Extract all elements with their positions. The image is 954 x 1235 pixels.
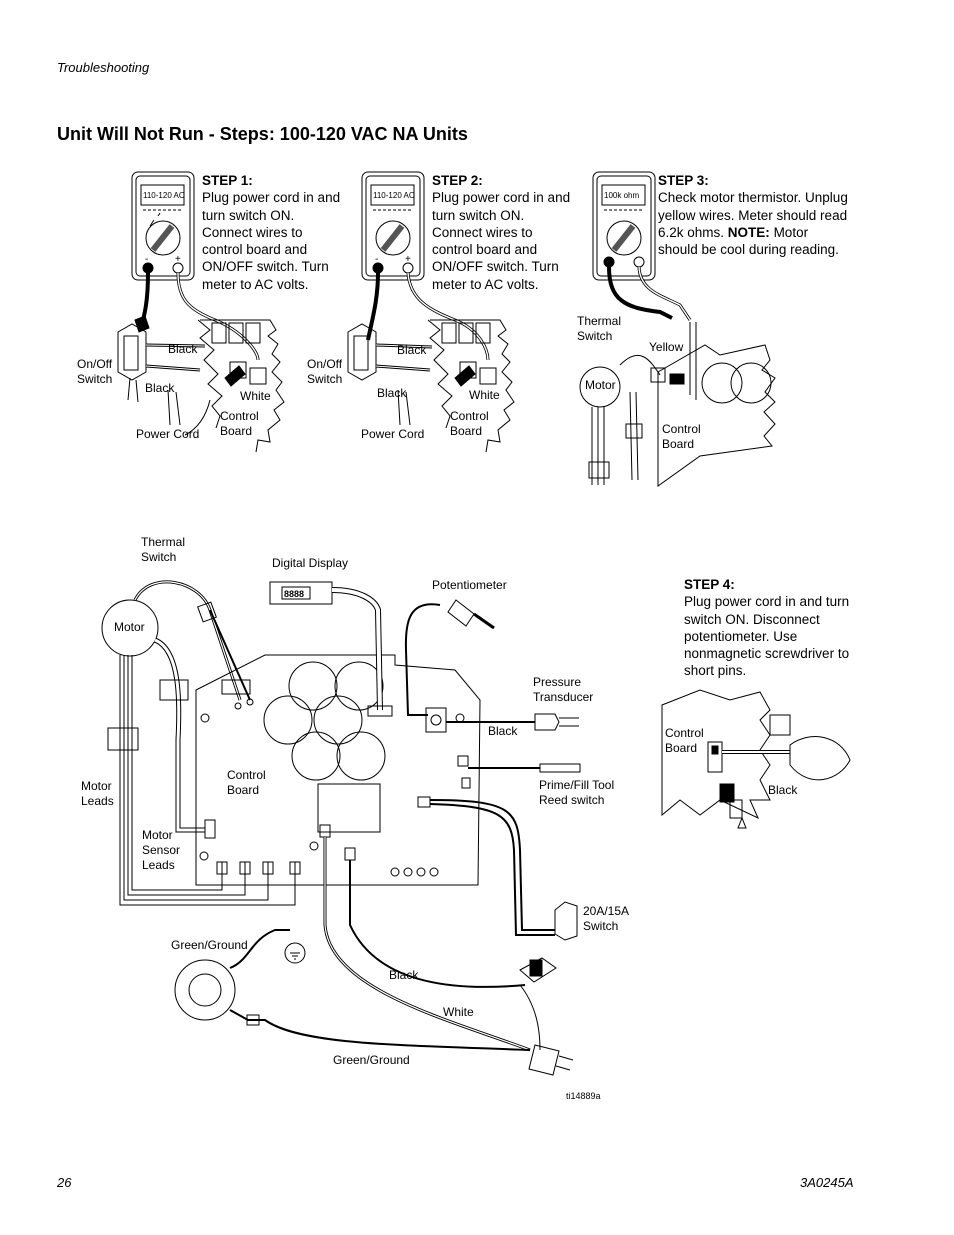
multimeter-2: 110-120 AC - + bbox=[361, 171, 425, 281]
main-potentiometer: Potentiometer bbox=[432, 578, 507, 592]
d2-white: White bbox=[469, 388, 500, 402]
main-motor: Motor bbox=[114, 620, 145, 634]
display-digits: 8888 bbox=[284, 589, 304, 599]
svg-text:-: - bbox=[375, 254, 378, 265]
svg-text:-: - bbox=[145, 254, 148, 265]
figure-id: ti14889a bbox=[566, 1091, 601, 1101]
d4-black: Black bbox=[768, 783, 798, 797]
main-diagram: 8888 bbox=[101, 580, 581, 1076]
svg-text:+: + bbox=[175, 254, 181, 265]
diagram-3 bbox=[579, 322, 776, 487]
main-black-cord: Black bbox=[389, 968, 419, 982]
main-digital-display: Digital Display bbox=[272, 556, 349, 570]
meter-1-display: 110-120 AC bbox=[143, 191, 185, 200]
step-3: STEP 3: Check motor thermistor. Unplug y… bbox=[658, 172, 848, 258]
meter-2-display: 110-120 AC bbox=[373, 191, 415, 200]
step-3-note: Motor should be cool during reading. bbox=[658, 224, 839, 258]
step-4: STEP 4: Plug power cord in and turn swit… bbox=[684, 576, 864, 680]
d3-motor: Motor bbox=[585, 378, 616, 392]
page-number: 26 bbox=[57, 1175, 72, 1190]
doc-number: 3A0245A bbox=[800, 1175, 854, 1190]
d2-black-top: Black bbox=[397, 343, 427, 357]
diagram-4 bbox=[661, 689, 851, 829]
main-green-ground-bottom: Green/Ground bbox=[333, 1053, 410, 1067]
d3-yellow: Yellow bbox=[649, 340, 684, 354]
main-white-cord: White bbox=[443, 1005, 474, 1019]
d2-black-bottom: Black bbox=[377, 386, 407, 400]
d1-power-cord: Power Cord bbox=[136, 427, 200, 441]
step-2-text: Plug power cord in and turn switch ON. C… bbox=[432, 190, 571, 292]
section-header: Troubleshooting bbox=[57, 60, 150, 75]
multimeter-3: 100k ohm bbox=[592, 171, 656, 281]
meter-3-display: 100k ohm bbox=[604, 191, 639, 200]
d1-white: White bbox=[240, 389, 271, 403]
diagram-2 bbox=[347, 319, 515, 453]
step-3-text: Check motor thermistor. Unplug yellow wi… bbox=[658, 190, 848, 240]
main-black-pt: Black bbox=[488, 724, 518, 738]
step-1: STEP 1: Plug power cord in and turn swit… bbox=[202, 172, 342, 293]
page-title: Unit Will Not Run - Steps: 100-120 VAC N… bbox=[57, 124, 468, 144]
step-1-text: Plug power cord in and turn switch ON. C… bbox=[202, 190, 341, 292]
multimeter-1: 110-120 AC - + bbox=[131, 171, 195, 281]
step-4-text: Plug power cord in and turn switch ON. D… bbox=[684, 594, 850, 679]
d2-power-cord: Power Cord bbox=[361, 427, 425, 441]
step-2-head: STEP 2: bbox=[432, 173, 483, 188]
step-4-head: STEP 4: bbox=[684, 577, 735, 592]
step-3-head: STEP 3: bbox=[658, 173, 709, 188]
diagram-1 bbox=[117, 315, 285, 453]
svg-text:+: + bbox=[405, 254, 411, 265]
step-3-note-head: NOTE: bbox=[727, 224, 770, 240]
main-green-ground-top: Green/Ground bbox=[171, 938, 248, 952]
step-1-head: STEP 1: bbox=[202, 173, 253, 188]
d1-black-top: Black bbox=[168, 342, 198, 356]
d1-black-bottom: Black bbox=[145, 381, 175, 395]
step-2: STEP 2: Plug power cord in and turn swit… bbox=[432, 172, 572, 293]
